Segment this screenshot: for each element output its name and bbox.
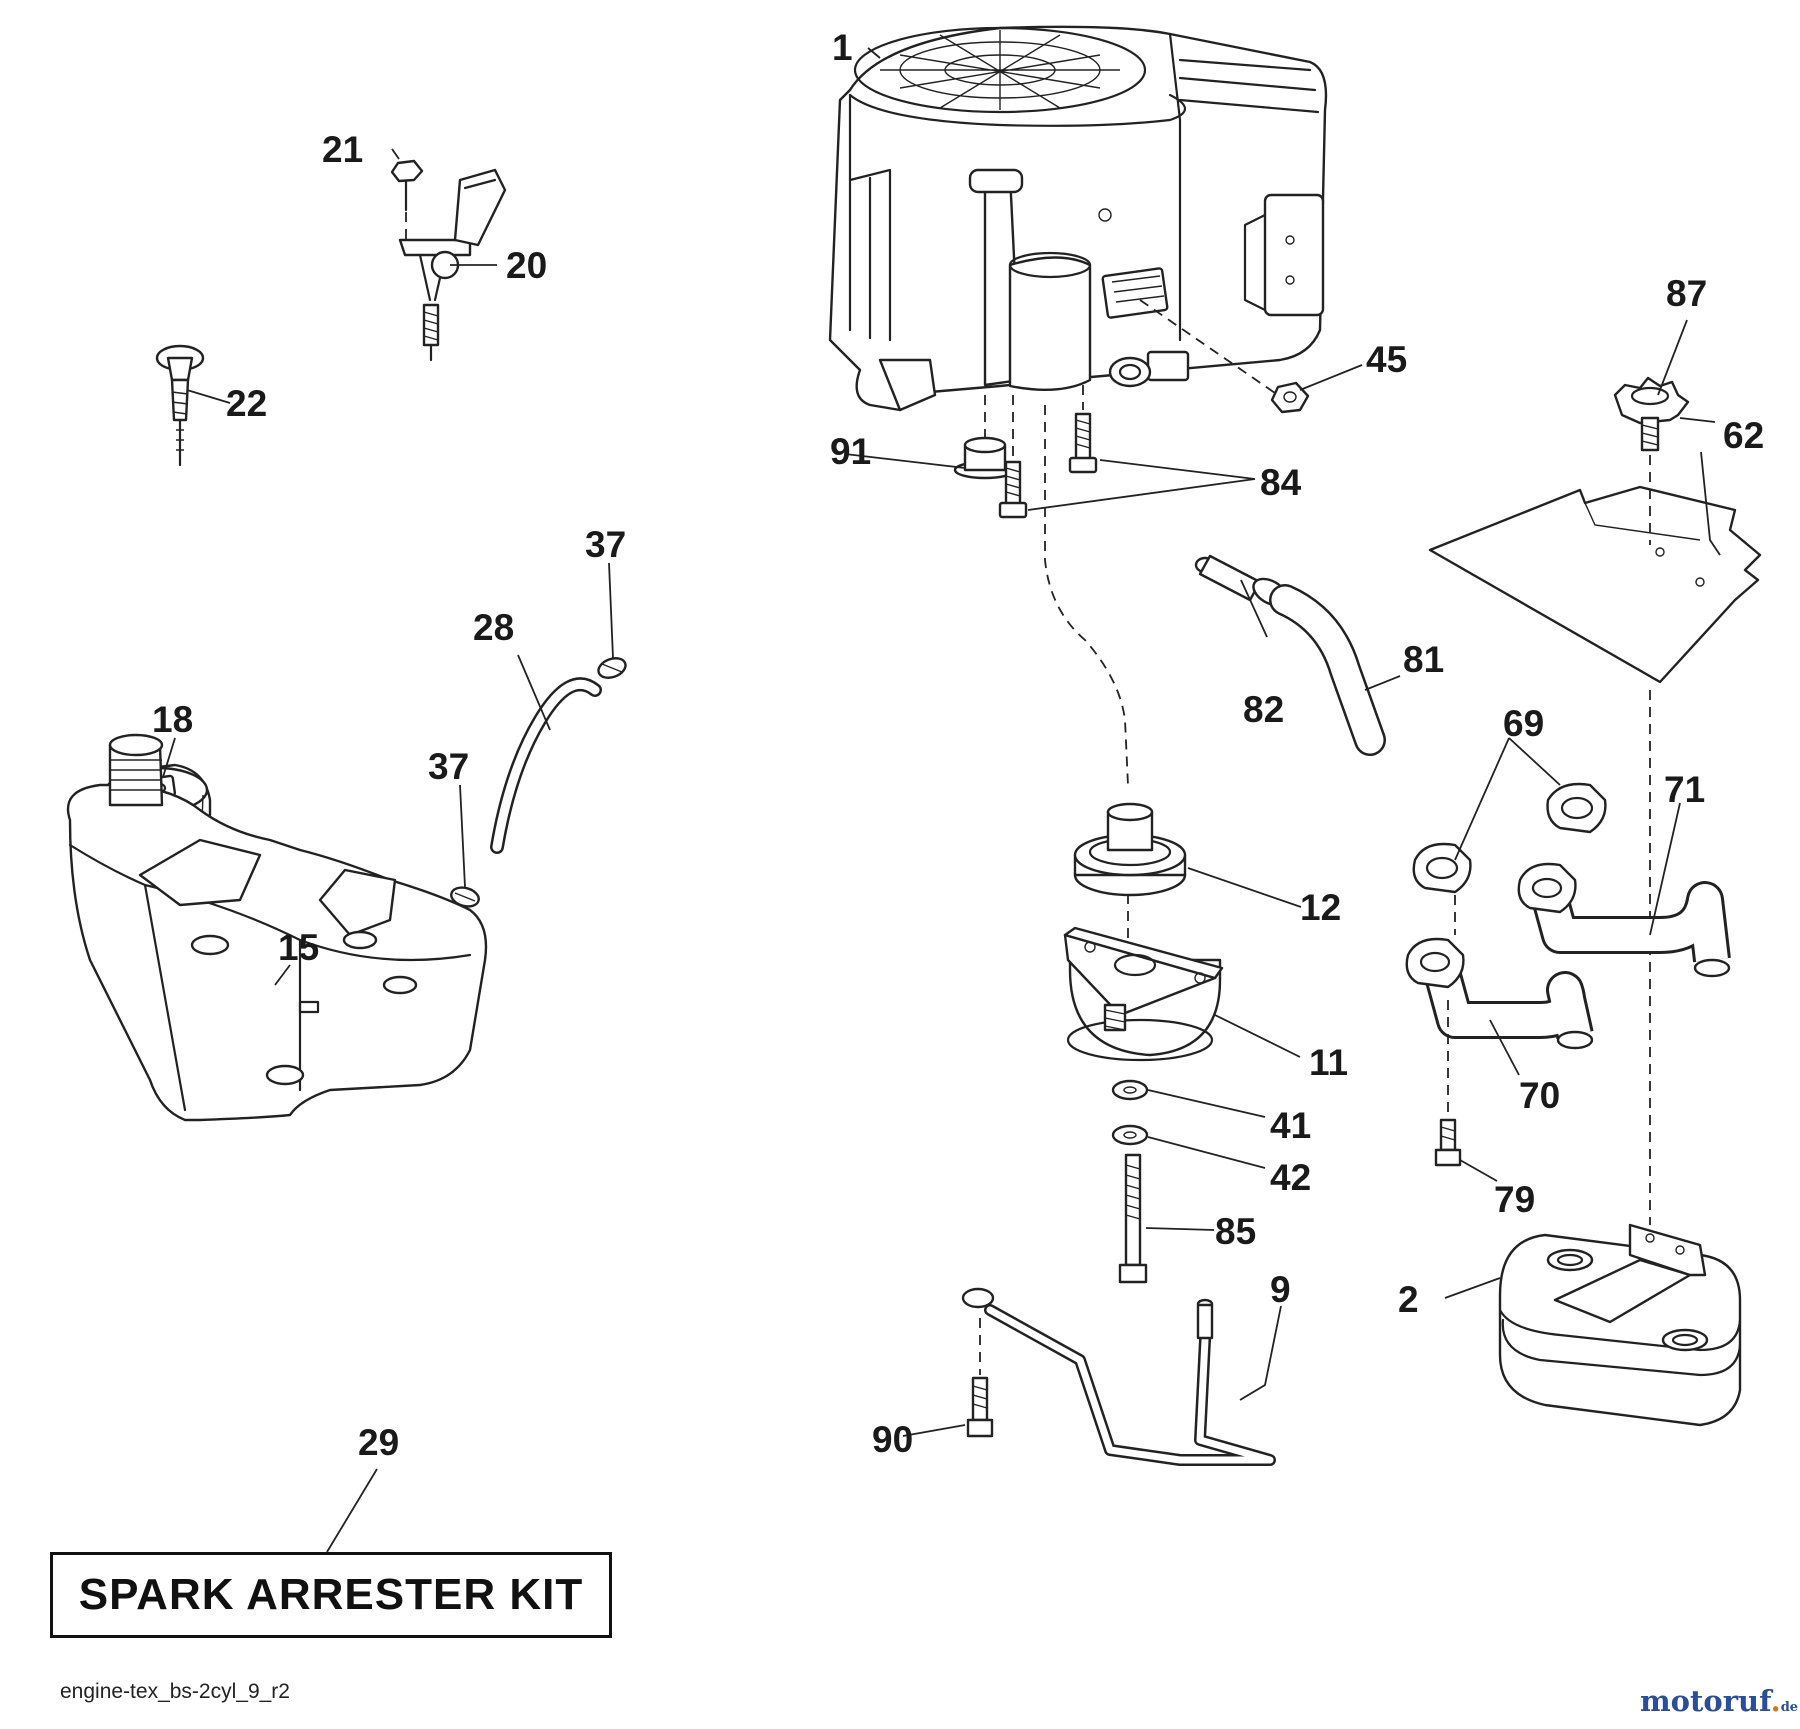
callout-71: 71 <box>1664 769 1705 810</box>
callout-91: 91 <box>830 431 871 472</box>
crankshaft-axis-line <box>1044 405 1129 786</box>
hose-clamp-part-37-top[interactable] <box>596 655 628 681</box>
pulley-part-12[interactable] <box>1073 802 1187 897</box>
callout-82: 82 <box>1243 689 1284 730</box>
bolt-part-90[interactable] <box>966 1376 994 1438</box>
fuel-tank-part-15[interactable] <box>66 733 488 1122</box>
callout-21: 21 <box>322 129 363 170</box>
electric-clutch-part-11[interactable] <box>1063 926 1224 1062</box>
engine-cover-grille-icon <box>880 30 1120 110</box>
exhaust-pipe-part-81[interactable] <box>1269 584 1386 756</box>
callout-18: 18 <box>152 699 193 740</box>
bolt-axis-lines <box>1012 385 1084 458</box>
callout-2: 2 <box>1398 1279 1419 1320</box>
brand-tld: de <box>1780 1700 1799 1715</box>
bolt-part-79[interactable] <box>1434 1118 1462 1167</box>
diagram-file-reference: engine-tex_bs-2cyl_9_r2 <box>60 1680 290 1703</box>
throttle-control-part-20[interactable] <box>398 168 507 362</box>
bolt-part-21[interactable] <box>390 159 424 212</box>
choke-knob-part-22[interactable] <box>155 344 205 467</box>
callout-37-top: 37 <box>585 524 626 565</box>
spark-arrester-kit-label-box: SPARK ARRESTER KIT <box>50 1552 612 1638</box>
bolts-part-84[interactable] <box>998 412 1098 519</box>
callout-90: 90 <box>872 1419 913 1460</box>
callout-69: 69 <box>1503 703 1544 744</box>
exhaust-pipe-part-71[interactable] <box>1517 862 1731 978</box>
callout-9: 9 <box>1270 1269 1291 1310</box>
callout-81: 81 <box>1403 639 1444 680</box>
brand-dot: . <box>1770 1684 1781 1718</box>
gasket-part-69-left[interactable] <box>1412 842 1472 894</box>
callout-numbers: 1 21 20 22 91 84 45 87 62 37 28 18 37 15… <box>152 27 1764 1463</box>
heat-shield-part-62[interactable] <box>1428 485 1762 684</box>
callout-87: 87 <box>1666 273 1707 314</box>
callout-85: 85 <box>1215 1211 1256 1252</box>
exhaust-pipe-part-70[interactable] <box>1405 937 1594 1050</box>
washer-part-42[interactable] <box>1111 1124 1149 1146</box>
motoruf-logo: motoruf.de <box>1640 1684 1798 1718</box>
callout-20: 20 <box>506 245 547 286</box>
knob-part-87[interactable] <box>1613 376 1690 452</box>
callout-45: 45 <box>1366 339 1407 380</box>
callout-79: 79 <box>1494 1179 1535 1220</box>
callout-15: 15 <box>278 927 319 968</box>
nut-part-45[interactable] <box>1270 381 1310 414</box>
callout-29: 29 <box>358 1422 399 1463</box>
callout-84: 84 <box>1260 462 1302 503</box>
bracket-rod-part-9[interactable] <box>961 1287 1276 1466</box>
callout-62: 62 <box>1723 415 1764 456</box>
callout-22: 22 <box>226 383 267 424</box>
spark-arrester-kit-label: SPARK ARRESTER KIT <box>78 1570 584 1619</box>
gasket-part-69-right[interactable] <box>1546 782 1607 834</box>
callout-42: 42 <box>1270 1157 1311 1198</box>
fuel-line-part-28[interactable] <box>490 677 602 854</box>
muffler-part-2[interactable] <box>1498 1223 1742 1427</box>
brand-name: motoruf <box>1640 1684 1771 1718</box>
washer-part-41[interactable] <box>1111 1079 1149 1101</box>
nut-axis-line <box>1139 299 1276 394</box>
callout-11: 11 <box>1309 1042 1348 1083</box>
callout-37-bottom: 37 <box>428 746 469 787</box>
callout-28: 28 <box>473 607 514 648</box>
callout-1: 1 <box>832 27 853 68</box>
callout-41: 41 <box>1270 1105 1311 1146</box>
callout-12: 12 <box>1300 887 1341 928</box>
leader-lines <box>162 47 1721 1553</box>
engine-part-1[interactable] <box>828 25 1328 412</box>
bolt-part-85[interactable] <box>1118 1153 1148 1284</box>
callout-70: 70 <box>1519 1075 1560 1116</box>
